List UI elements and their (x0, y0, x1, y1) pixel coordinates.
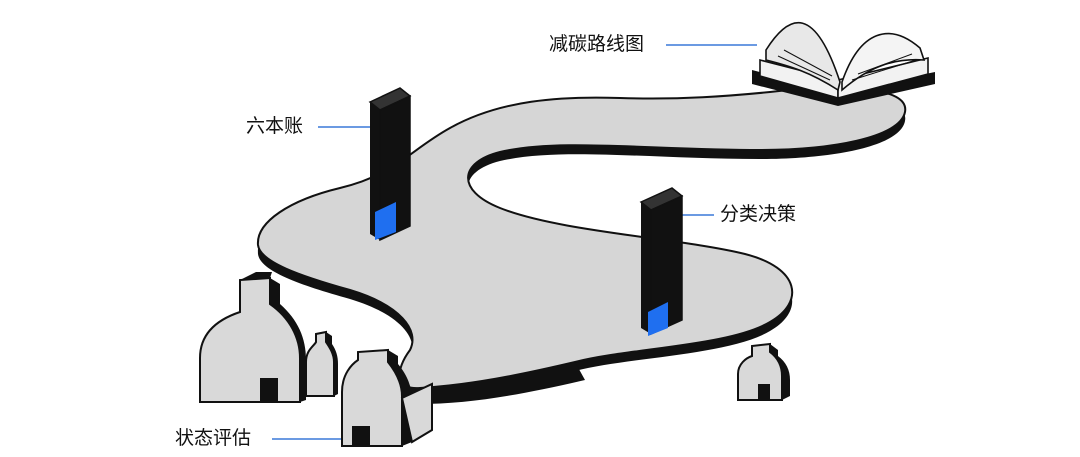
winding-road (256, 86, 907, 404)
kiln-building-icon (341, 348, 433, 447)
label-classification-decision: 分类决策 (720, 203, 797, 225)
label-status-assessment: 状态评估 (175, 427, 252, 449)
label-six-ledgers: 六本账 (246, 115, 304, 137)
road-lower-segment (418, 362, 585, 404)
pillar-marker-ledger (368, 87, 412, 242)
pillar-level-fill (375, 202, 396, 240)
kiln-building-icon (737, 342, 790, 401)
open-book-icon (752, 21, 935, 106)
label-roadmap: 减碳路线图 (549, 33, 645, 55)
road-surface (256, 86, 907, 390)
pillar-level-fill (648, 302, 668, 336)
kiln-building-icon (199, 272, 306, 403)
kiln-building-icon (305, 330, 338, 397)
pillar-marker-decision (639, 187, 684, 336)
